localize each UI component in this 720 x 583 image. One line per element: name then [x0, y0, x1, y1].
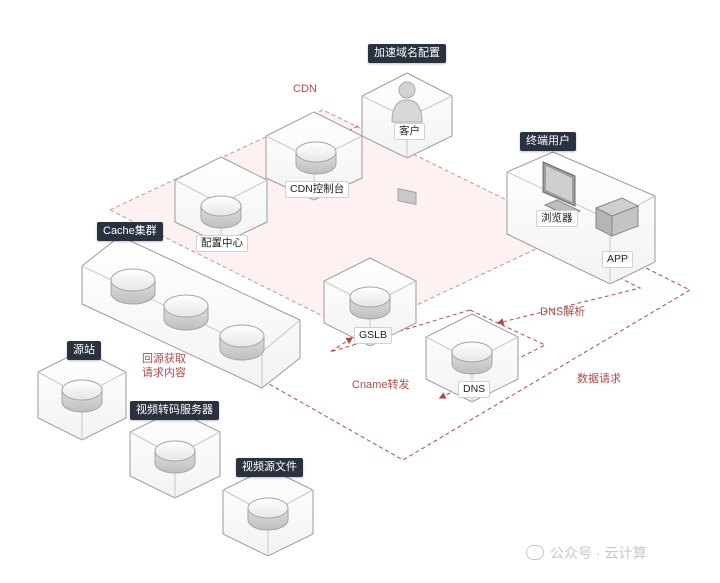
label-dns: DNS — [458, 381, 491, 398]
server-disk-icon — [295, 141, 337, 175]
tag-origin: 源站 — [67, 341, 101, 360]
tag-accel-config: 加速域名配置 — [368, 44, 446, 63]
flow-label-cname-forward: Cname转发 — [352, 379, 410, 391]
flow-label-back-to-origin-2: 请求内容 — [142, 367, 186, 379]
server-disk-icon — [349, 286, 391, 320]
flow-label-dns-resolve: DNS解析 — [540, 306, 586, 318]
watermark: 公众号 · 云计算 — [526, 543, 646, 563]
cname-arrow-gslb — [329, 309, 471, 353]
wechat-icon — [526, 545, 544, 560]
label-app: APP — [602, 251, 634, 268]
label-browser: 浏览器 — [536, 210, 578, 227]
server-disk-icon — [154, 440, 196, 474]
label-config-center: 配置中心 — [196, 235, 248, 252]
app-device-icon — [594, 197, 640, 237]
watermark-text: 公众号 · 云计算 — [550, 545, 647, 561]
flow-label-data-request: 数据请求 — [577, 373, 621, 385]
label-cdn-console: CDN控制台 — [285, 181, 350, 198]
data-request-path — [261, 264, 692, 461]
server-disk-icon — [247, 497, 289, 531]
server-disks — [61, 141, 493, 531]
tag-end-user: 终端用户 — [520, 132, 576, 151]
server-disk-icon — [451, 341, 493, 375]
server-disk-icon — [110, 268, 156, 305]
server-disk-icon — [219, 324, 265, 361]
flow-label-back-to-origin-1: 回源获取 — [142, 353, 186, 365]
person-icon — [391, 81, 423, 206]
tag-cache-cluster: Cache集群 — [97, 222, 163, 241]
node-accel-config — [361, 72, 453, 206]
tag-video-source: 视频源文件 — [236, 458, 303, 477]
server-disk-icon — [61, 379, 103, 413]
tag-transcode: 视频转码服务器 — [130, 401, 219, 420]
label-customer: 客户 — [394, 123, 425, 140]
server-disk-icon — [200, 195, 242, 229]
server-disk-icon — [163, 294, 209, 331]
label-gslb: GSLB — [354, 327, 393, 344]
cdn-region-label: CDN — [293, 83, 317, 95]
